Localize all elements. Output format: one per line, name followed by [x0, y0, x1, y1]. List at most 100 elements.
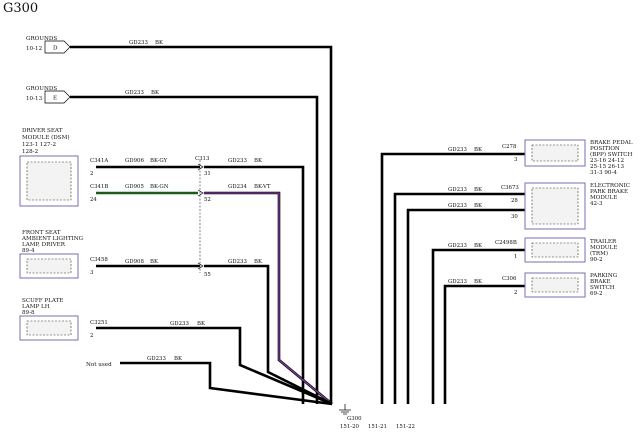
- wire-epb-pin-30: [406, 208, 525, 404]
- dsm-pin-2: 2: [90, 171, 93, 177]
- c313-52-wire: GD234: [228, 184, 247, 190]
- dsm-label-1: DRIVER SEAT: [22, 128, 63, 134]
- wire-c313-55: [204, 264, 333, 406]
- terminal-arrow-31: [197, 163, 204, 171]
- not-used-label: Not used: [86, 362, 112, 368]
- wire-c313-31: [204, 165, 305, 404]
- pbs-pin: 2: [514, 290, 517, 296]
- epb-label-2: PARK BRAKE: [590, 189, 628, 195]
- epb-module: ELECTRONIC PARK BRAKE MODULE 42-3 C3673 …: [448, 182, 630, 230]
- wire-bpp-pin-3: [380, 152, 525, 404]
- trm-inner: [531, 242, 579, 258]
- wire-trm-pin-1: [431, 248, 525, 404]
- dsm-inner: [26, 161, 72, 201]
- lamp-label-2: AMBIENT LIGHTING: [21, 236, 84, 242]
- bpp-color: BK: [474, 147, 483, 153]
- wire-group: [70, 45, 525, 406]
- dsm-pin-2-color: BK-GY: [150, 158, 168, 164]
- c313-52-color: BK-VT: [254, 184, 271, 190]
- ground-e-plug: [44, 90, 71, 104]
- epb-pin-28: 28: [511, 198, 518, 204]
- lamp-pin: 3: [90, 270, 94, 276]
- pbs-label-3: SWITCH: [590, 285, 615, 291]
- ground-e-ref: 10-13: [26, 96, 43, 102]
- epb-30-color: BK: [474, 203, 483, 209]
- ground-d-letter: D: [53, 46, 58, 52]
- ground-point-g300: G300 151-20 151-21 151-22: [339, 404, 415, 430]
- scuff-wire: GD233: [170, 321, 189, 327]
- epb-label-1: ELECTRONIC: [590, 183, 630, 189]
- epb-28-wire: GD233: [448, 187, 467, 193]
- bpp-label-4: 23-16 24-12: [590, 158, 624, 164]
- dsm-c341a: C341A: [90, 158, 108, 164]
- bpp-inner: [531, 144, 579, 162]
- ground-e-wire: GD233: [125, 90, 144, 96]
- scuff-label-3: 89-8: [22, 310, 35, 316]
- ground-e-color: BK: [151, 90, 160, 96]
- dsm-pin-2-wire: GD906: [125, 158, 144, 164]
- ground-point-ref-3: 151-22: [396, 424, 415, 430]
- dsm-pin-24: 24: [90, 197, 97, 203]
- not-used-wire: GD233: [147, 356, 166, 362]
- c313-55-wire: GD233: [228, 259, 247, 265]
- wire-not-used: [120, 361, 333, 406]
- c313-55-color: BK: [254, 259, 263, 265]
- lamp-connector: C3458: [90, 257, 108, 263]
- scuff-label-1: SCUFF PLATE: [22, 298, 63, 304]
- bpp-label-1: BRAKE PEDAL: [590, 140, 633, 146]
- pbs-label-4: 69-2: [590, 291, 603, 297]
- not-used: Not used GD233 BK: [86, 356, 183, 368]
- c313-31-color: BK: [254, 158, 263, 164]
- epb-connector: C3673: [501, 185, 519, 191]
- ground-d: GROUNDS 10-12 D GD233 BK: [26, 36, 164, 54]
- dsm-pin-24-color: BK-GN: [150, 184, 169, 190]
- trm-label-2: MODULE: [590, 245, 617, 251]
- pbs-inner: [531, 277, 579, 293]
- epb-label-4: 42-3: [590, 201, 603, 207]
- bpp-label-2: POSITION: [590, 146, 620, 152]
- dsm-label-2: MODULE (DSM): [22, 134, 70, 141]
- scuff-color: BK: [197, 321, 206, 327]
- dsm-component: DRIVER SEAT MODULE (DSM) 123-1 127-2 128…: [19, 128, 169, 207]
- c313-connector: C313: [195, 156, 210, 162]
- epb-pin-30: 30: [511, 214, 518, 220]
- ground-point-ref-2: 151-21: [368, 424, 387, 430]
- ground-e: GROUNDS 10-13 E GD233 BK: [26, 86, 160, 104]
- lamp-label-1: FRONT SEAT: [22, 230, 61, 236]
- trm-label-1: TRAILER: [590, 239, 617, 245]
- terminal-arrow-55: [197, 262, 204, 270]
- wire-scuff-pin-2: [96, 326, 333, 406]
- bpp-label-3: (BPP) SWITCH: [590, 151, 633, 158]
- ground-d-color: BK: [155, 40, 164, 46]
- wire-ground-d: [70, 45, 333, 404]
- c313-pin-52: 52: [204, 197, 211, 203]
- wire-c313-52-stripe: [204, 192, 333, 405]
- scuff-connector: C3251: [90, 320, 108, 326]
- bpp-label-5: 25-15 26-13: [590, 164, 624, 170]
- trm-label-3: (TRM): [590, 250, 608, 257]
- wire-epb-pin-28: [393, 192, 525, 404]
- parking-brake-switch: PARKING BRAKE SWITCH 69-2 C306 2 GD233 B…: [448, 272, 618, 298]
- ground-point-ref-1: 151-20: [340, 424, 360, 430]
- ground-point-label: G300: [347, 416, 362, 422]
- lamp-wire: GD908: [125, 259, 144, 265]
- ground-e-name: GROUNDS: [26, 86, 57, 92]
- pbs-label-1: PARKING: [590, 273, 618, 279]
- trm-wire: GD233: [448, 243, 467, 249]
- pbs-color: BK: [474, 279, 483, 285]
- wire-pbs-pin-2: [443, 284, 525, 404]
- pbs-label-2: BRAKE: [590, 279, 611, 285]
- dsm-pin-24-wire: GD905: [125, 184, 144, 190]
- ground-d-name: GROUNDS: [26, 36, 57, 42]
- bpp-connector: C278: [502, 144, 517, 150]
- dsm-label-4: 128-2: [22, 149, 39, 155]
- ground-e-letter: E: [53, 96, 57, 102]
- epb-28-color: BK: [474, 187, 483, 193]
- lamp-label-4: 89-4: [22, 248, 35, 254]
- epb-inner: [531, 187, 579, 225]
- trm-label-4: 90-2: [590, 257, 603, 263]
- scuff-component: SCUFF PLATE LAMP LH 89-8 C3251 2 GD233 B…: [19, 298, 206, 341]
- bpp-switch: BRAKE PEDAL POSITION (BPP) SWITCH 23-16 …: [448, 139, 633, 176]
- trm-color: BK: [474, 243, 483, 249]
